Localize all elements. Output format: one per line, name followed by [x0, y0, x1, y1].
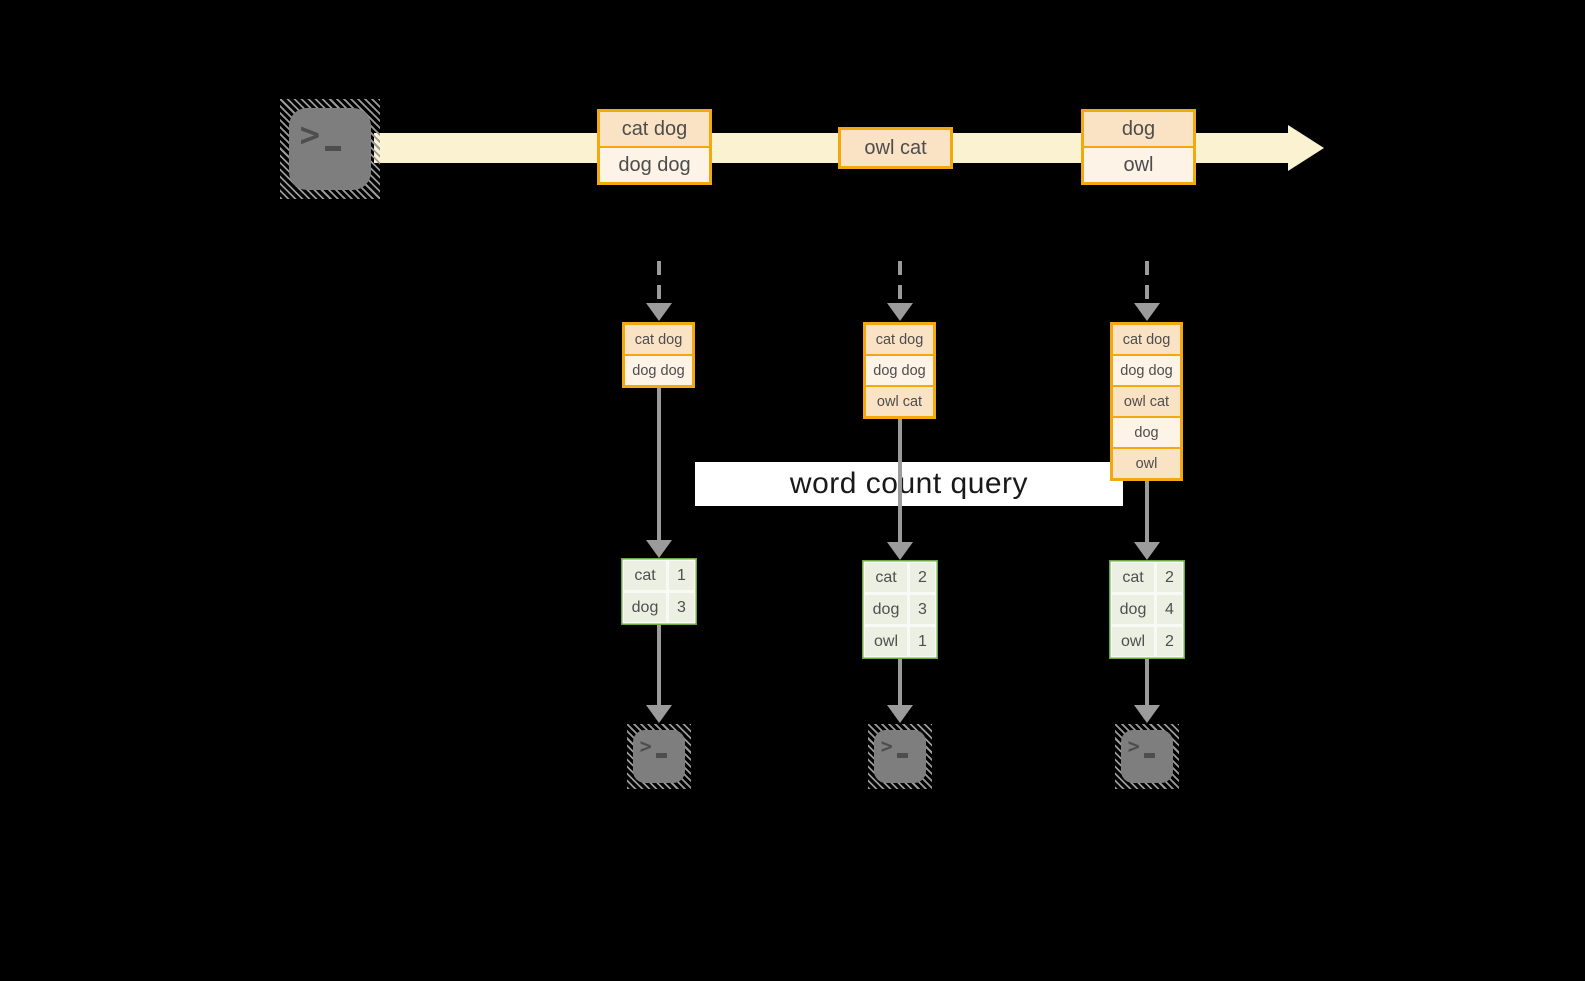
arrow-stem: [1145, 481, 1149, 542]
prompt-underscore-icon: [325, 145, 342, 152]
result-count-cell: 1: [669, 561, 694, 590]
prompt-underscore-icon: [1143, 753, 1156, 758]
input-row: owl cat: [866, 385, 933, 416]
result-word-cell: cat: [1112, 563, 1154, 592]
arrow-stem: [657, 625, 661, 705]
result-count-cell: 4: [1157, 595, 1182, 624]
input-row: dog: [1113, 416, 1180, 447]
prompt-underscore-icon: [896, 753, 909, 758]
result-count-cell: 1: [910, 627, 935, 656]
arrow-head-icon: [1134, 705, 1160, 723]
result-count-cell: 2: [910, 563, 935, 592]
input-row: cat dog: [1113, 325, 1180, 354]
terminal-body: >: [1121, 730, 1173, 783]
query-arrow-1: [646, 388, 672, 558]
arrow-stem: [1145, 659, 1149, 705]
result-word-cell: dog: [1112, 595, 1154, 624]
result-word-cell: owl: [1112, 627, 1154, 656]
result-count-cell: 2: [1157, 627, 1182, 656]
input-row: cat dog: [625, 325, 692, 354]
trigger-arrow-3: [1134, 261, 1160, 321]
stream-event: dog: [1084, 112, 1193, 146]
query-label: word count query: [789, 467, 1029, 500]
arrow-stem: [657, 388, 661, 540]
result-word-cell: dog: [624, 593, 666, 622]
result-table-1: cat 1 dog 3: [621, 558, 697, 625]
arrow-head-icon: [887, 542, 913, 560]
source-terminal-icon: >: [280, 99, 380, 199]
stream-batch-2-box: owl cat: [838, 127, 953, 169]
output-arrow-3: [1134, 659, 1160, 723]
prompt-chevron-icon: >: [299, 114, 321, 155]
output-arrow-1: [646, 625, 672, 723]
input-table-1: cat dog dog dog: [622, 322, 695, 388]
result-table-2: cat 2 dog 3 owl 1: [862, 560, 938, 659]
stream-event: dog dog: [600, 146, 709, 182]
sink-terminal-icon-2: >: [868, 724, 932, 789]
input-table-3: cat dog dog dog owl cat dog owl: [1110, 322, 1183, 481]
arrow-head-icon: [646, 540, 672, 558]
sink-terminal-icon-3: >: [1115, 724, 1179, 789]
arrow-stem: [898, 261, 902, 303]
prompt-chevron-icon: >: [639, 734, 652, 759]
stream-event: owl: [1084, 146, 1193, 182]
arrow-head-icon: [1134, 303, 1160, 321]
input-row: dog dog: [866, 354, 933, 385]
arrow-head-icon: [887, 705, 913, 723]
result-count-cell: 3: [910, 595, 935, 624]
input-row: cat dog: [866, 325, 933, 354]
query-label-band: word count query: [695, 462, 1123, 506]
sink-terminal-icon-1: >: [627, 724, 691, 789]
terminal-body: >: [874, 730, 926, 783]
arrow-stem: [1145, 261, 1149, 303]
stream-batch-3-box: dog owl: [1081, 109, 1196, 185]
prompt-underscore-icon: [655, 753, 668, 758]
result-word-cell: cat: [624, 561, 666, 590]
input-row: owl: [1113, 447, 1180, 478]
result-count-cell: 2: [1157, 563, 1182, 592]
input-table-2: cat dog dog dog owl cat: [863, 322, 936, 419]
terminal-body: >: [633, 730, 685, 783]
result-count-cell: 3: [669, 593, 694, 622]
result-table-3: cat 2 dog 4 owl 2: [1109, 560, 1185, 659]
arrow-head-icon: [646, 303, 672, 321]
result-word-cell: owl: [865, 627, 907, 656]
stream-event: cat dog: [600, 112, 709, 146]
prompt-chevron-icon: >: [1127, 734, 1140, 759]
query-arrow-2: [887, 419, 913, 560]
result-word-cell: dog: [865, 595, 907, 624]
stream-arrowhead-icon: [1288, 125, 1324, 171]
arrow-head-icon: [646, 705, 672, 723]
arrow-stem: [898, 659, 902, 705]
terminal-body: >: [289, 108, 371, 190]
arrow-head-icon: [1134, 542, 1160, 560]
arrow-stem: [898, 419, 902, 542]
stream-batch-1-box: cat dog dog dog: [597, 109, 712, 185]
result-word-cell: cat: [865, 563, 907, 592]
arrow-head-icon: [887, 303, 913, 321]
query-arrow-3: [1134, 481, 1160, 560]
input-row: owl cat: [1113, 385, 1180, 416]
prompt-chevron-icon: >: [880, 734, 893, 759]
stream-event: owl cat: [841, 130, 950, 166]
input-row: dog dog: [1113, 354, 1180, 385]
output-arrow-2: [887, 659, 913, 723]
trigger-arrow-1: [646, 261, 672, 321]
input-row: dog dog: [625, 354, 692, 385]
trigger-arrow-2: [887, 261, 913, 321]
arrow-stem: [657, 261, 661, 303]
